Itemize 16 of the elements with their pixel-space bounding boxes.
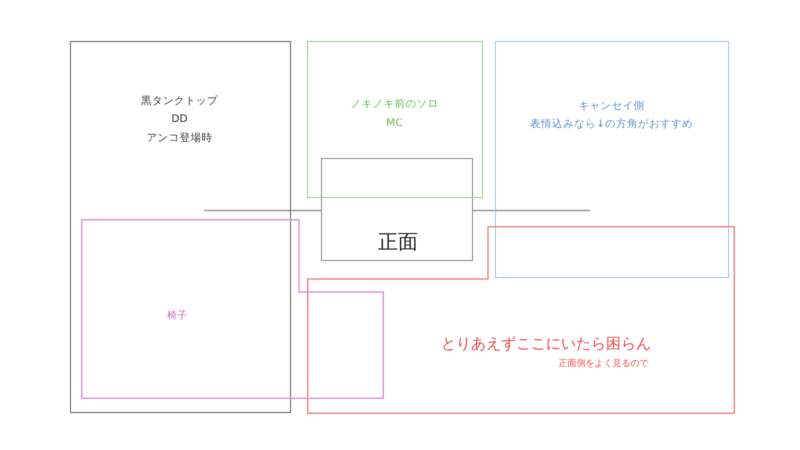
area-label: 椅子 [167,310,187,322]
stage-label: 正面 [378,230,418,253]
area-label: キャンセイ側 [578,99,644,112]
area-label: とりあえずここにいたら困らん [441,335,651,353]
l-shaped-area [307,226,735,414]
area-label: アンコ登場時 [146,131,212,144]
stage-box [321,158,473,261]
area-box [70,41,291,413]
area-label: ノキノキ前のソロ [350,97,438,110]
area-label: MC [386,116,403,129]
area-label: 黒タンクトップ [141,94,218,107]
area-label: 表情込みなら↓の方角がおすすめ [530,117,693,130]
area-box [307,41,483,198]
area-label: DD [171,112,188,125]
area-box [495,41,729,278]
note-text: 正面側をよく見るので [558,358,648,370]
